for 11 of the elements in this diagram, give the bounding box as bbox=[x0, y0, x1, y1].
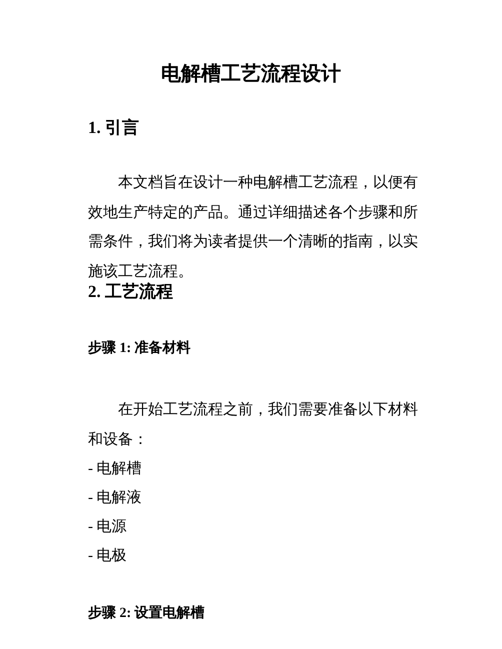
section-heading: 2. 工艺流程 bbox=[88, 281, 173, 303]
step-heading: 步骤 2: 设置电解槽 bbox=[88, 604, 205, 622]
list-item: - 电解液 bbox=[88, 488, 142, 507]
list-item: - 电极 bbox=[88, 546, 127, 565]
title: 电解槽工艺流程设计 bbox=[160, 62, 342, 87]
list-item: - 电解槽 bbox=[88, 460, 142, 478]
paragraph: 在开始工艺流程之前，我们需要准备以下材料和设备： bbox=[88, 400, 418, 450]
step-heading: 步骤 1: 准备材料 bbox=[88, 339, 191, 357]
list-item: - 电源 bbox=[88, 518, 127, 536]
paragraph: 本文档旨在设计一种电解槽工艺流程，以便有效地生产特定的产品。通过详细描述各个步骤和所需条件，我们将为读者提供一个清晰的指南，以实施该工艺流程。 bbox=[88, 173, 418, 282]
section-heading: 1. 引言 bbox=[88, 117, 139, 139]
